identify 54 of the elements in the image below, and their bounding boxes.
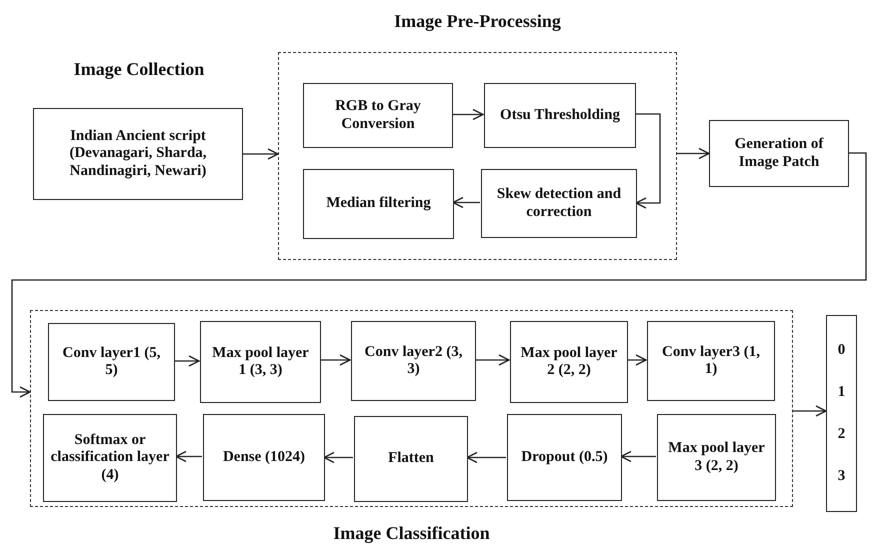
section-heading: Image Collection — [74, 59, 204, 80]
process-box — [510, 321, 628, 403]
process-box — [200, 321, 321, 403]
box-label: Conv layer3 (1, 1) — [661, 344, 761, 378]
box-label: Flatten — [387, 450, 435, 468]
box-label: Max pool layer 3 (2, 2) — [667, 440, 766, 475]
process-box — [351, 321, 476, 401]
box-label: Max pool layer 1 (3, 3) — [211, 344, 310, 380]
arrow — [320, 354, 351, 366]
box-label: RGB to Gray Conversion — [334, 98, 422, 133]
process-box — [481, 169, 637, 238]
process-box — [303, 83, 453, 148]
section-heading: Image Classification — [333, 523, 490, 544]
process-box — [354, 416, 468, 502]
process-box — [647, 321, 775, 401]
box-label: Softmax or classification layer (4) — [50, 432, 170, 484]
box-label: Conv layer1 (5, 5) — [62, 344, 162, 380]
output-box — [826, 315, 857, 512]
process-box — [48, 323, 175, 401]
arrow — [452, 196, 480, 208]
box-label: Conv layer2 (3, 3) — [364, 344, 464, 378]
section-heading: Image Pre-Processing — [394, 11, 561, 32]
process-box — [484, 83, 636, 148]
arrow — [323, 452, 353, 464]
box-label: Indian Ancient script (Devanagari, Sharda, Nandinagiri, Newari) — [68, 128, 208, 180]
process-box — [507, 414, 622, 501]
box-label: Dense (1024) — [222, 448, 306, 466]
box-label: Skew detection and correction — [496, 186, 622, 221]
box-label: Dropout (0.5) — [520, 448, 609, 466]
process-box — [303, 169, 454, 239]
process-box — [203, 414, 325, 501]
class-label: 1 — [836, 384, 846, 402]
process-box — [709, 120, 849, 187]
arrow — [452, 108, 484, 120]
box-label: Median filtering — [325, 195, 432, 213]
class-label: 2 — [836, 426, 846, 443]
arrow — [243, 148, 279, 160]
arrow — [635, 113, 661, 209]
arrow — [466, 452, 506, 464]
arrow — [620, 450, 656, 462]
box-label: Max pool layer 2 (2, 2) — [520, 344, 618, 380]
arrow — [174, 355, 200, 367]
arrow — [175, 450, 202, 462]
process-box — [657, 414, 776, 501]
arrow — [677, 148, 710, 160]
process-box — [43, 414, 177, 502]
arrow — [11, 152, 867, 398]
class-label: 0 — [836, 342, 846, 360]
box-label: Otsu Thresholding — [499, 106, 621, 124]
arrow — [793, 405, 827, 417]
box-label: Generation of Image Patch — [734, 136, 824, 171]
class-label: 3 — [836, 468, 846, 485]
arrow — [627, 354, 647, 366]
arrow — [475, 354, 510, 366]
